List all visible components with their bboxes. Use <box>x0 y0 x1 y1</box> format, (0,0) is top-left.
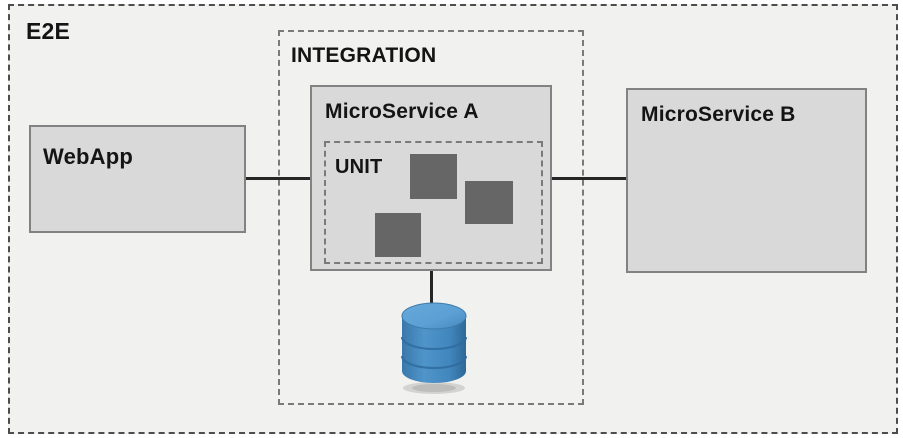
unit-test-square <box>465 181 513 224</box>
microservice-a-node: MicroService A UNIT <box>310 85 552 271</box>
webapp-label: WebApp <box>43 144 134 169</box>
integration-label: INTEGRATION <box>291 44 437 67</box>
unit-test-square <box>410 154 457 199</box>
microservice-a-label: MicroService A <box>325 100 479 123</box>
unit-label: UNIT <box>335 156 383 178</box>
integration-region: INTEGRATION <box>278 30 584 405</box>
microservice-b-node: MicroService B <box>626 88 867 273</box>
webapp-node: WebApp <box>29 125 246 233</box>
connector-microservice-a-microservice-b <box>551 177 627 180</box>
unit-test-square <box>375 213 421 257</box>
unit-region: UNIT <box>324 141 543 264</box>
connector-microservice-a-database <box>430 270 433 307</box>
microservice-b-label: MicroService B <box>641 103 796 126</box>
database-icon <box>400 302 468 394</box>
connector-webapp-microservice-a <box>244 177 311 180</box>
e2e-label: E2E <box>26 18 71 44</box>
